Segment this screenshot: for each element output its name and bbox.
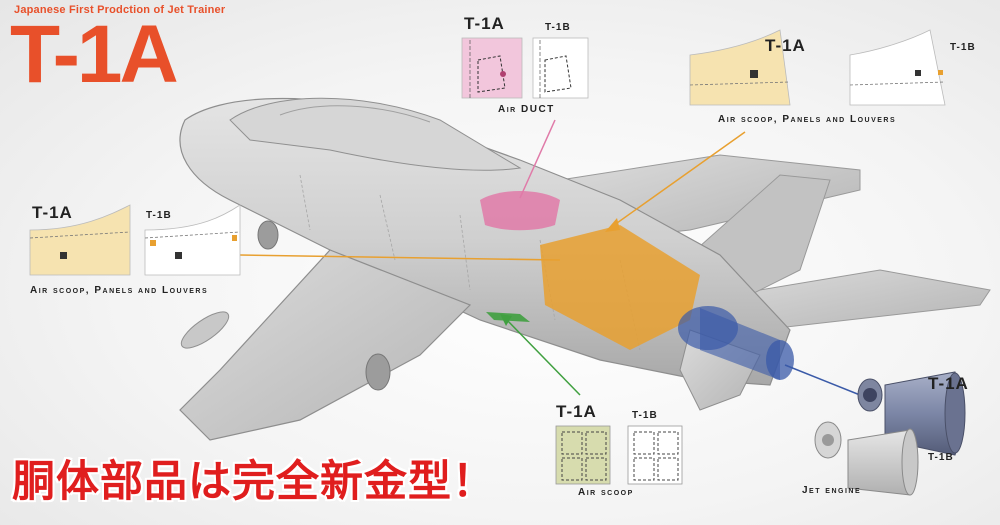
main-wheel	[365, 353, 391, 391]
air-duct-label-a: T-1A	[464, 14, 505, 33]
headline: 胴体部品は完全新金型！	[12, 457, 496, 507]
header-title: T-1A	[10, 9, 179, 100]
header-subtitle: Japanese First Prodction of Jet Trainer	[14, 4, 226, 16]
air-scoop-top-label-b: T-1B	[950, 42, 976, 53]
air-scoop-top-caption: Air scoop, Panels and Louvers	[718, 114, 897, 125]
air-duct-caption: Air DUCT	[498, 104, 555, 115]
air-scoop-bottom-label-a: T-1A	[556, 402, 597, 421]
air-scoop-left-callout	[29, 204, 241, 276]
air-scoop-bottom-callout	[555, 425, 683, 485]
air-scoop-bottom-caption: Air scoop	[578, 487, 634, 498]
front-wheel	[257, 220, 279, 250]
jet-engine-label-b: T-1B	[928, 452, 954, 463]
leader-jet-engine	[784, 364, 861, 396]
air-duct-callout	[461, 37, 589, 99]
leader-air-scoop-left	[239, 254, 561, 261]
left-wing	[179, 249, 472, 441]
leader-air-scoop-bottom	[504, 317, 581, 396]
leader-air-duct	[519, 119, 556, 199]
air-scoop-top-label-a: T-1A	[765, 36, 806, 55]
air-scoop-top-callout	[689, 29, 946, 106]
jet-engine-t1b-part	[814, 421, 919, 496]
air-scoop-bottom-label-b: T-1B	[632, 410, 658, 421]
leader-air-scoop-top	[609, 131, 746, 229]
air-duct-highlight	[480, 191, 560, 231]
air-scoop-left-caption: Air scoop, Panels and Louvers	[30, 285, 209, 296]
jet-engine-caption: Jet engine	[802, 485, 862, 496]
canopy	[229, 97, 522, 171]
air-scoop-left-label-b: T-1B	[146, 210, 172, 221]
air-scoop-highlight	[540, 225, 700, 350]
tip-tank	[180, 311, 230, 349]
jet-engine-label-a: T-1A	[928, 374, 969, 393]
air-duct-label-b: T-1B	[545, 22, 571, 33]
air-scoop-left-label-a: T-1A	[32, 203, 73, 222]
